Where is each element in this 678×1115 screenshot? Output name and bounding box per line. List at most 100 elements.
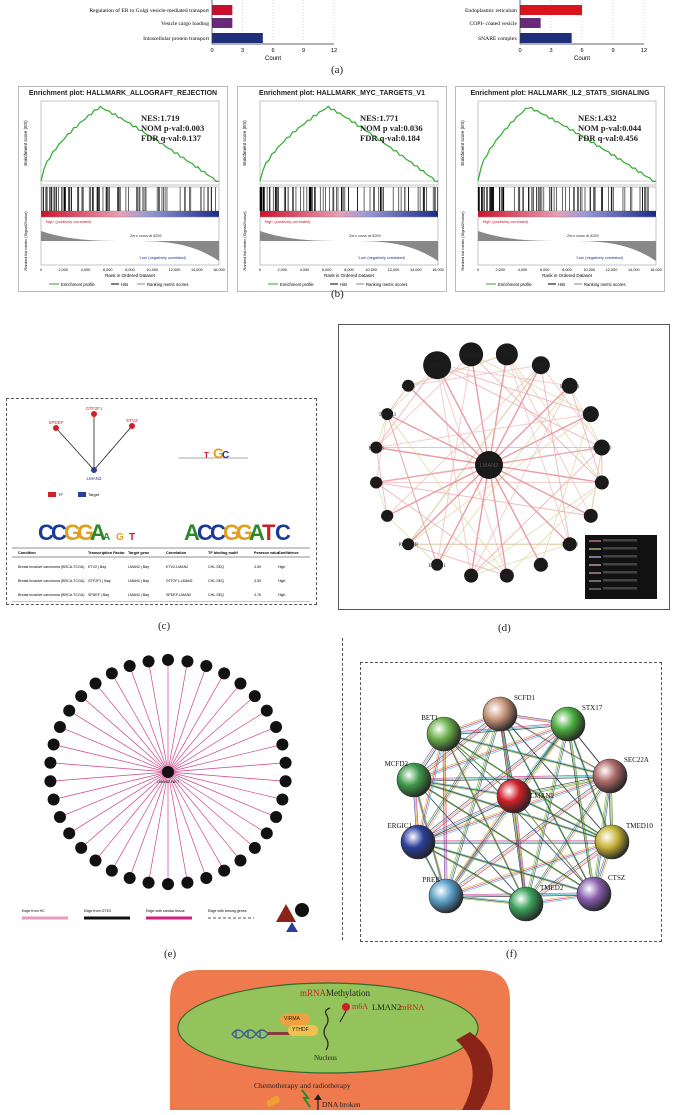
gene-node bbox=[402, 538, 415, 551]
edge bbox=[167, 744, 283, 773]
x-axis-label: Count bbox=[574, 56, 590, 62]
edge bbox=[167, 695, 256, 773]
x-tick-label: 6,000 bbox=[540, 268, 550, 272]
string-edge bbox=[525, 723, 569, 905]
panel-a-charts: Regulation of ER to Golgi vesicle-mediat… bbox=[89, 0, 647, 62]
edge bbox=[50, 762, 169, 773]
protein-node bbox=[576, 876, 612, 912]
legend-item: Ranking metric scores bbox=[584, 282, 625, 287]
bar bbox=[520, 5, 582, 15]
edge bbox=[53, 771, 169, 800]
motif-letter: T bbox=[262, 520, 276, 545]
gsea-stat-nom: NOM p-val:0.044 bbox=[578, 123, 642, 133]
dna-broken-label: DNA broken bbox=[322, 1100, 361, 1109]
gsea-stat-nes: NES:1.432 bbox=[578, 113, 617, 123]
es-axis-label: Enrichment score (ES) bbox=[460, 120, 465, 166]
legend-bar bbox=[603, 555, 637, 558]
x-tick-label: 12,000 bbox=[388, 268, 400, 272]
edge bbox=[167, 771, 283, 800]
legend-bar bbox=[603, 571, 637, 574]
edge bbox=[167, 710, 267, 773]
center-node-label: LMAN2 bbox=[480, 463, 498, 469]
edge bbox=[95, 683, 169, 773]
edge bbox=[436, 364, 490, 466]
gene-node bbox=[431, 558, 444, 571]
legend-item: Hits bbox=[558, 282, 565, 287]
x-tick-label: 8,000 bbox=[125, 268, 135, 272]
string-edge bbox=[445, 795, 515, 897]
tf-node bbox=[53, 425, 59, 431]
edge bbox=[386, 464, 490, 517]
legend-item: Ranking metric scores bbox=[147, 282, 188, 287]
edge bbox=[436, 385, 571, 566]
motif-letter: G bbox=[116, 532, 124, 543]
legend-swatch bbox=[48, 492, 56, 497]
edge bbox=[407, 464, 490, 545]
gsea-plot-title: Enrichment plot: HALLMARK_IL2_STAT5_SIGN… bbox=[470, 90, 650, 97]
rank-axis-label: Ranked list metric (Signal2Noise) bbox=[460, 211, 465, 271]
legend-swatch bbox=[78, 492, 86, 497]
string-edge bbox=[443, 733, 527, 905]
nucleus-shape bbox=[177, 982, 479, 1074]
gene-node bbox=[200, 872, 213, 885]
m6a-dot bbox=[342, 1003, 350, 1011]
gene-node bbox=[218, 864, 231, 877]
string-edge bbox=[412, 722, 567, 780]
legend-bar bbox=[603, 579, 637, 582]
string-edge bbox=[419, 842, 596, 896]
legend-item: Ranking metric scores bbox=[366, 282, 407, 287]
table-cell: Breast invasive carcinoma (BRCA-TCGA) bbox=[18, 565, 85, 569]
table-cell: LMAN2 | Bay bbox=[128, 593, 149, 597]
high-label: 'High' (positively correlated) bbox=[45, 220, 92, 224]
edge bbox=[167, 771, 267, 834]
gene-node-label: PREB bbox=[596, 482, 609, 487]
lman2-label: LMAN2 bbox=[372, 1002, 402, 1012]
gene-node-label: MPO bbox=[466, 575, 477, 580]
gsea-svg: Enrichment score (ES)'High' (positively … bbox=[242, 100, 444, 287]
gsea-stat-nes: NES:1.771 bbox=[360, 113, 399, 123]
string-edge bbox=[413, 713, 501, 781]
x-tick-label: 14,000 bbox=[191, 268, 203, 272]
hits-frame bbox=[259, 186, 439, 212]
protein-node bbox=[482, 696, 518, 732]
gene-node bbox=[162, 878, 174, 891]
mrna-strand bbox=[323, 1007, 331, 1051]
edge bbox=[111, 771, 169, 871]
edge bbox=[488, 385, 571, 466]
legend-bar bbox=[603, 563, 637, 566]
string-edge bbox=[444, 774, 610, 896]
es-axis-label: Enrichment score (ES) bbox=[23, 120, 28, 166]
panel-d-frame bbox=[338, 324, 670, 610]
legend-node bbox=[295, 903, 309, 917]
panel-c-label: (c) bbox=[158, 620, 171, 632]
mini-motif-letter: T bbox=[204, 451, 209, 460]
table-cell: ETV2-LMAN2 bbox=[166, 565, 188, 569]
gsea-stat-fdr: FDR q-val:0.137 bbox=[141, 133, 201, 143]
target-node-label: LMAN2 bbox=[86, 476, 102, 481]
virma-label: VIRMA bbox=[284, 1016, 300, 1022]
x-tick-label: 3 bbox=[549, 48, 552, 54]
panel-a-label: (a) bbox=[331, 64, 344, 76]
string-edge bbox=[566, 722, 594, 893]
string-edge bbox=[412, 778, 593, 894]
edge bbox=[407, 385, 490, 466]
legend-item: Edge with cardiac tissue bbox=[146, 909, 185, 913]
edge bbox=[408, 364, 541, 387]
edge bbox=[167, 771, 188, 883]
edge bbox=[488, 464, 508, 576]
gene-node-label: MCFD2 bbox=[499, 353, 516, 358]
motif-letter: T bbox=[129, 532, 135, 543]
ranking-color-bar bbox=[478, 211, 656, 217]
gene-node bbox=[123, 872, 136, 885]
es-frame bbox=[477, 100, 657, 186]
gene-node bbox=[276, 738, 289, 751]
table-cell: Breast invasive carcinoma (BRCA-TCGA) bbox=[18, 579, 85, 583]
panel-a: Regulation of ER to Golgi vesicle-mediat… bbox=[0, 0, 678, 78]
protein-node bbox=[396, 762, 432, 798]
motif-letter: C bbox=[275, 520, 291, 545]
string-edge bbox=[447, 842, 614, 898]
x-tick-label: 8,000 bbox=[562, 268, 572, 272]
gene-node bbox=[181, 876, 194, 889]
